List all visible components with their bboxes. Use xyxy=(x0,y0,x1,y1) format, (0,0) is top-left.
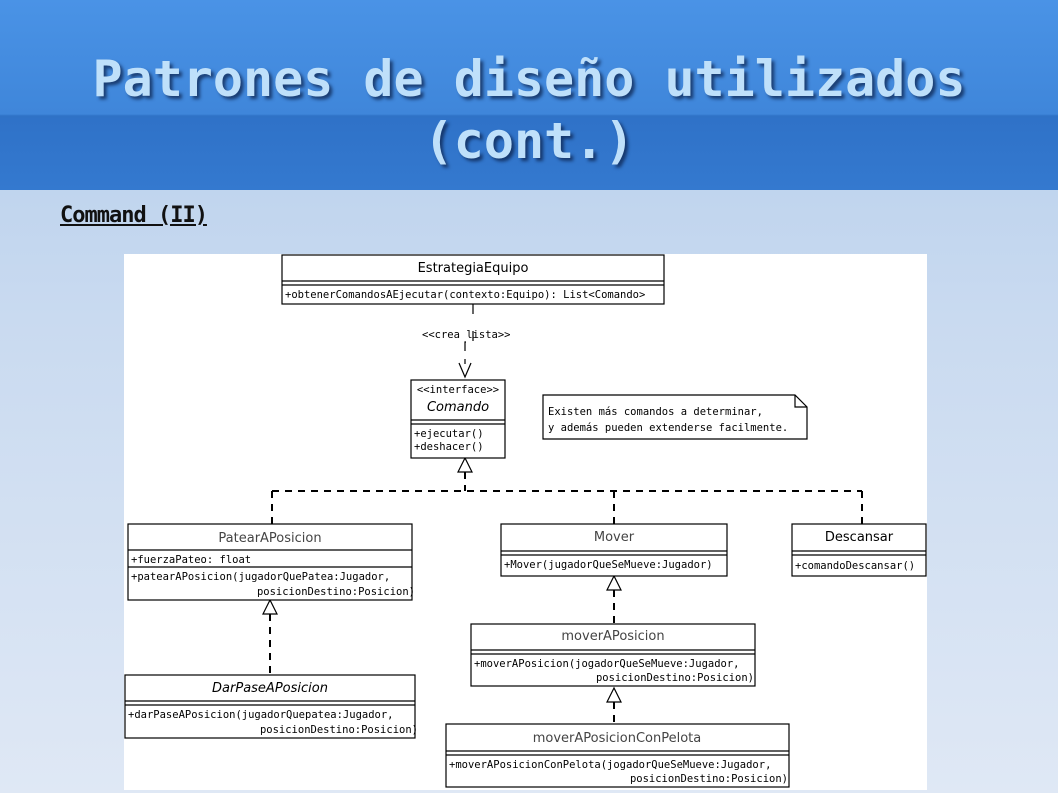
class-name: EstrategiaEquipo xyxy=(418,261,529,276)
note-line: Existen más comandos a determinar, xyxy=(548,406,763,418)
slide-subtitle: Command (II) xyxy=(60,203,208,228)
method-continued: posicionDestino:Posicion) xyxy=(260,724,418,736)
class-descansar: Descansar +comandoDescansar() xyxy=(791,523,927,577)
method: +deshacer() xyxy=(414,441,484,453)
method: +comandoDescansar() xyxy=(795,560,915,572)
method: +darPaseAPosicion(jugadorQuepatea:Jugado… xyxy=(128,709,394,721)
connectors xyxy=(262,304,863,724)
class-name: DarPaseAPosicion xyxy=(212,681,328,696)
generalization-triangle-moverapos xyxy=(606,686,622,703)
class-mover-a-posicion: moverAPosicion +moverAPosicion(jogadorQu… xyxy=(470,623,756,687)
class-mover: Mover +Mover(jugadorQueSeMueve:Jugador) xyxy=(500,523,728,577)
slide-title: Patrones de diseño utilizados (cont.) xyxy=(92,50,966,170)
generalization-triangle-mover xyxy=(606,574,622,591)
uml-class-diagram: <<crea lista>> EstrategiaEquipo +obtener… xyxy=(124,254,927,790)
attribute: +fuerzaPateo: float xyxy=(131,554,251,566)
method: +obtenerComandosAEjecutar(contexto:Equip… xyxy=(285,289,645,301)
method: +Mover(jugadorQueSeMueve:Jugador) xyxy=(504,559,713,571)
class-name: Mover xyxy=(594,530,635,545)
class-patear-a-posicion: PatearAPosicion +fuerzaPateo: float +pat… xyxy=(127,523,415,601)
stereotype: <<interface>> xyxy=(417,384,499,396)
dependency-line xyxy=(464,304,474,364)
class-name: Comando xyxy=(427,400,489,415)
class-estrategia-equipo: EstrategiaEquipo +obtenerComandosAEjecut… xyxy=(281,254,665,305)
class-name: Descansar xyxy=(825,530,894,545)
dependency-arrowhead xyxy=(458,362,472,379)
method-continued: posicionDestino:Posicion) xyxy=(257,586,415,598)
interface-comando: <<interface>> Comando +ejecutar() +desha… xyxy=(410,379,506,459)
method-continued: posicionDestino:Posicion) xyxy=(630,773,788,785)
note: Existen más comandos a determinar, y ade… xyxy=(542,394,808,440)
generalization-triangle-patear xyxy=(262,598,278,615)
method: +moverAPosicionConPelota(jogadorQueSeMue… xyxy=(449,759,771,771)
class-name: moverAPosicionConPelota xyxy=(533,731,702,746)
relation-label: <<crea lista>> xyxy=(422,329,511,341)
realization-triangle xyxy=(457,456,473,473)
class-dar-pase-a-posicion: DarPaseAPosicion +darPaseAPosicion(jugad… xyxy=(124,674,418,739)
method: +ejecutar() xyxy=(414,428,484,440)
class-mover-a-posicion-con-pelota: moverAPosicionConPelota +moverAPosicionC… xyxy=(445,723,790,788)
method: +moverAPosicion(jogadorQueSeMueve:Jugado… xyxy=(474,658,740,670)
class-name: PatearAPosicion xyxy=(218,531,321,546)
method-continued: posicionDestino:Posicion) xyxy=(596,672,754,684)
title-bar xyxy=(0,0,1058,190)
note-line: y además pueden extenderse facilmente. xyxy=(548,422,788,434)
class-name: moverAPosicion xyxy=(561,629,664,644)
method: +patearAPosicion(jugadorQuePatea:Jugador… xyxy=(131,571,390,583)
